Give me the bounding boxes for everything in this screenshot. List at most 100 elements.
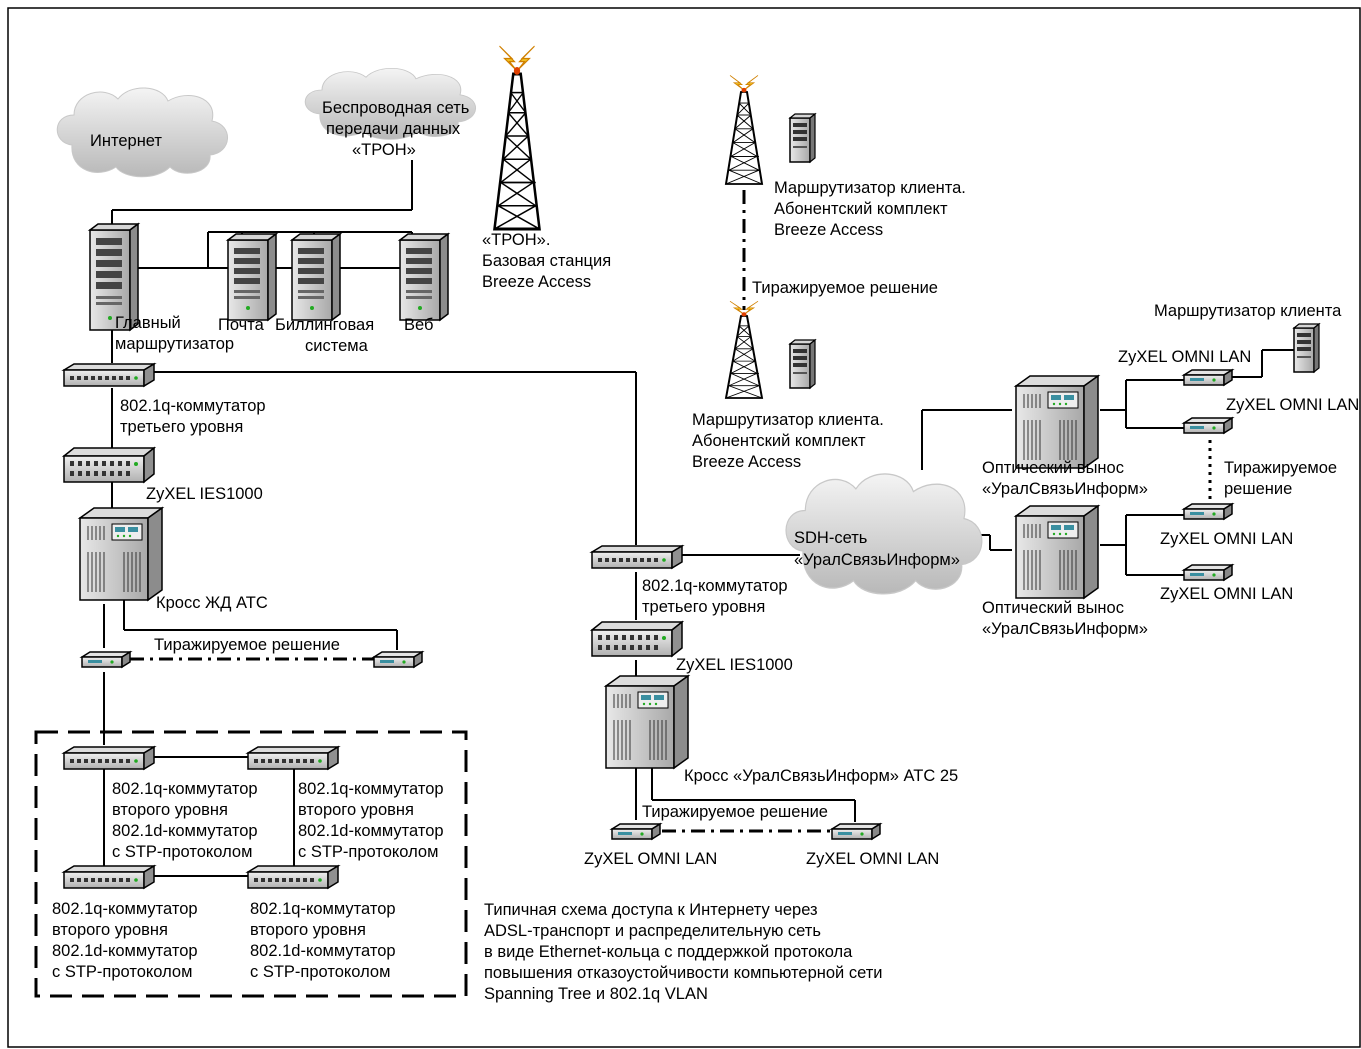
ring-sw2-label-1: 802.1q-коммутатор <box>298 780 444 798</box>
ring-sw2-label-4: с STP-протоколом <box>298 843 438 861</box>
caption-line-2: ADSL-транспорт и распределительную сеть <box>484 922 821 940</box>
client-router-top-label-2: Абонентский комплект <box>774 200 948 218</box>
ring-sw1-label-1: 802.1q-коммутатор <box>112 780 258 798</box>
optical-unit-top-icon <box>1015 375 1099 469</box>
client-router-right-label: Маршрутизатор клиента <box>1154 302 1342 320</box>
web-label: Веб <box>404 316 433 334</box>
omni-modem-r2 <box>1183 417 1233 434</box>
client-router-mid-icon <box>789 339 816 389</box>
optical-bottom-label-1: Оптический вынос <box>982 599 1124 617</box>
internet-label: Интернет <box>90 132 162 150</box>
omni-modem-bottom-left <box>611 823 661 840</box>
client-router-mid-label-3: Breeze Access <box>692 453 801 471</box>
client-router-right-icon <box>1293 323 1320 373</box>
caption-line-4: повышения отказоустойчивости компьютерно… <box>484 964 883 982</box>
omni-r4-label: ZyXEL OMNI LAN <box>1160 585 1293 603</box>
client-router-mid-label-1: Маршрутизатор клиента. <box>692 411 884 429</box>
ring-sw2-label-2: второго уровня <box>298 801 414 819</box>
mail-label: Почта <box>218 316 265 334</box>
ring-sw3-label-2: второго уровня <box>52 921 168 939</box>
optical-top-label-1: Оптический вынос <box>982 459 1124 477</box>
omni-modem-left-2 <box>373 651 423 668</box>
ring-sw4-label-2: второго уровня <box>250 921 366 939</box>
optical-unit-bottom-icon <box>1015 505 1099 599</box>
ring-sw4-label-3: 802.1d-коммутатор <box>250 942 396 960</box>
omni-bottom-left-label: ZyXEL OMNI LAN <box>584 850 717 868</box>
omni-modem-left-1 <box>81 651 131 668</box>
replicated-left-label: Тиражируемое решение <box>154 636 340 654</box>
client-router-top-icon <box>789 113 816 163</box>
omni-modem-bottom-right <box>831 823 881 840</box>
l3-switch-left-icon <box>63 363 155 387</box>
wireless-label-3: «ТРОН» <box>352 141 416 159</box>
ring-switch-1-icon <box>63 746 155 770</box>
l3-switch-left-label-2: третьего уровня <box>120 418 243 436</box>
labels: Интернет Беспроводная сеть передачи данн… <box>52 99 1359 1003</box>
client-router-top-label-1: Маршрутизатор клиента. <box>774 179 966 197</box>
cross-usi-label: Кросс «УралСвязьИнформ» АТС 25 <box>684 767 958 785</box>
cross-zhd-label: Кросс ЖД АТС <box>156 594 268 612</box>
ring-sw3-label-1: 802.1q-коммутатор <box>52 900 198 918</box>
ring-sw3-label-4: с STP-протоколом <box>52 963 192 981</box>
omni-modem-r3 <box>1183 503 1233 520</box>
tron-label-1: «ТРОН». <box>482 231 550 249</box>
cross-usi-icon <box>605 675 689 769</box>
omni-modem-r1 <box>1183 369 1233 386</box>
ring-sw3-label-3: 802.1d-коммутатор <box>52 942 198 960</box>
client-router-top-label-3: Breeze Access <box>774 221 883 239</box>
ies1000-left-icon <box>63 447 155 483</box>
replicated-right-label-1: Тиражируемое <box>1224 459 1337 477</box>
l3-switch-mid-icon <box>591 545 683 569</box>
ring-sw1-label-2: второго уровня <box>112 801 228 819</box>
omni-r1-label: ZyXEL OMNI LAN <box>1118 348 1251 366</box>
sdh-label-1: SDH-сеть <box>794 529 867 547</box>
tron-base-station-tower <box>492 44 542 231</box>
l3-switch-mid-label-1: 802.1q-коммутатор <box>642 577 788 595</box>
web-server-icon <box>399 233 449 321</box>
ring-sw4-label-1: 802.1q-коммутатор <box>250 900 396 918</box>
billing-server-icon <box>291 233 341 321</box>
tron-label-2: Базовая станция <box>482 252 611 270</box>
l3-switch-left-label-1: 802.1q-коммутатор <box>120 397 266 415</box>
sdh-label-2: «УралСвязьИнформ» <box>794 551 960 569</box>
optical-bottom-label-2: «УралСвязьИнформ» <box>982 620 1148 638</box>
replicated-bottom-label: Тиражируемое решение <box>642 803 828 821</box>
omni-r2-label: ZyXEL OMNI LAN <box>1226 396 1359 414</box>
wireless-label-2: передачи данных <box>326 120 461 138</box>
ring-sw4-label-4: с STP-протоколом <box>250 963 390 981</box>
ies1000-mid-icon <box>591 621 683 657</box>
client-router-mid-label-2: Абонентский комплект <box>692 432 866 450</box>
mail-server-icon <box>227 233 277 321</box>
replicated-right-label-2: решение <box>1224 480 1292 498</box>
l3-switch-mid-label-2: третьего уровня <box>642 598 765 616</box>
ring-switch-4-icon <box>247 865 339 889</box>
ethernet-ring-box <box>34 730 468 998</box>
cross-zhd-icon <box>79 507 163 601</box>
main-router-label-1: Главный <box>115 314 181 332</box>
ies-mid-label: ZyXEL IES1000 <box>676 656 793 674</box>
billing-label-1: Биллинговая <box>275 316 374 334</box>
replicated-mid-label: Тиражируемое решение <box>752 279 938 297</box>
wireless-label-1: Беспроводная сеть <box>322 99 469 117</box>
client-tower-top <box>725 74 763 185</box>
omni-r3-label: ZyXEL OMNI LAN <box>1160 530 1293 548</box>
ring-sw1-label-4: с STP-протоколом <box>112 843 252 861</box>
ies-left-label: ZyXEL IES1000 <box>146 485 263 503</box>
omni-modem-r4 <box>1183 564 1233 581</box>
tron-label-3: Breeze Access <box>482 273 591 291</box>
ring-switch-2-icon <box>247 746 339 770</box>
billing-label-2: система <box>305 337 369 355</box>
caption-line-3: в виде Ethernet-кольца с поддержкой прот… <box>484 943 853 961</box>
ring-sw1-label-3: 802.1d-коммутатор <box>112 822 258 840</box>
caption-line-1: Типичная схема доступа к Интернету через <box>484 901 818 919</box>
caption-line-5: Spanning Tree и 802.1q VLAN <box>484 985 708 1003</box>
client-tower-mid <box>725 300 763 399</box>
ring-sw2-label-3: 802.1d-коммутатор <box>298 822 444 840</box>
omni-bottom-right-label: ZyXEL OMNI LAN <box>806 850 939 868</box>
ring-switch-3-icon <box>63 865 155 889</box>
main-router-label-2: маршрутизатор <box>115 335 234 353</box>
frame-border <box>7 7 1361 1048</box>
optical-top-label-2: «УралСвязьИнформ» <box>982 480 1148 498</box>
connection-lines <box>103 160 1294 877</box>
